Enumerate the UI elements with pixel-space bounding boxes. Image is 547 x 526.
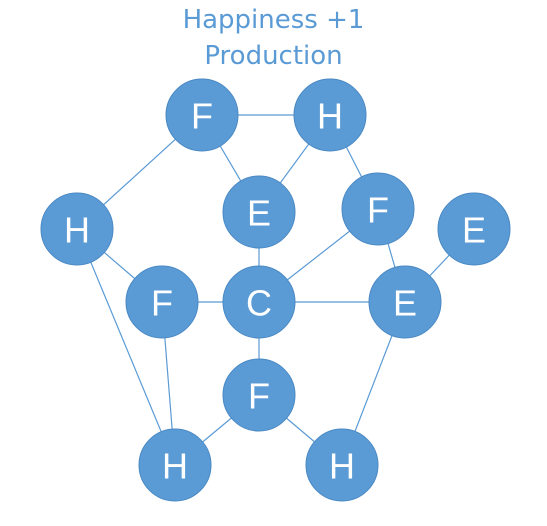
node-circle [138,428,212,502]
node-circle [125,265,199,339]
node-e-mid: E [222,175,296,249]
title-line-2: Production [204,41,343,71]
node-label: C [246,283,272,324]
node-circle [222,175,296,249]
node-label: F [367,190,389,231]
node-e-far: E [437,192,511,266]
node-h-top: H [293,78,367,152]
node-label: H [317,96,343,137]
node-label: H [64,210,90,251]
node-e-right: E [368,265,442,339]
node-label: E [462,210,486,251]
node-label: F [248,376,270,417]
node-c: C [222,265,296,339]
node-circle [368,265,442,339]
node-circle [165,78,239,152]
node-circle [293,78,367,152]
node-h-br: H [305,428,379,502]
node-label: E [247,193,271,234]
node-h-bl: H [138,428,212,502]
node-circle [437,192,511,266]
node-layer: F H H E F E F C E F H H [40,78,511,502]
node-label: H [162,446,188,487]
node-label: F [191,96,213,137]
node-circle [305,428,379,502]
edge-h-left-h-bl [76,228,176,466]
title-line-1: Happiness +1 [182,5,365,35]
node-label: E [393,283,417,324]
node-circle [222,358,296,432]
node-label: F [151,283,173,324]
node-circle [222,265,296,339]
node-f-bottom: F [222,358,296,432]
node-label: H [329,446,355,487]
node-f-top: F [165,78,239,152]
node-h-left: H [40,192,114,266]
node-circle [341,172,415,246]
node-f-right: F [341,172,415,246]
node-f-left: F [125,265,199,339]
node-circle [40,192,114,266]
